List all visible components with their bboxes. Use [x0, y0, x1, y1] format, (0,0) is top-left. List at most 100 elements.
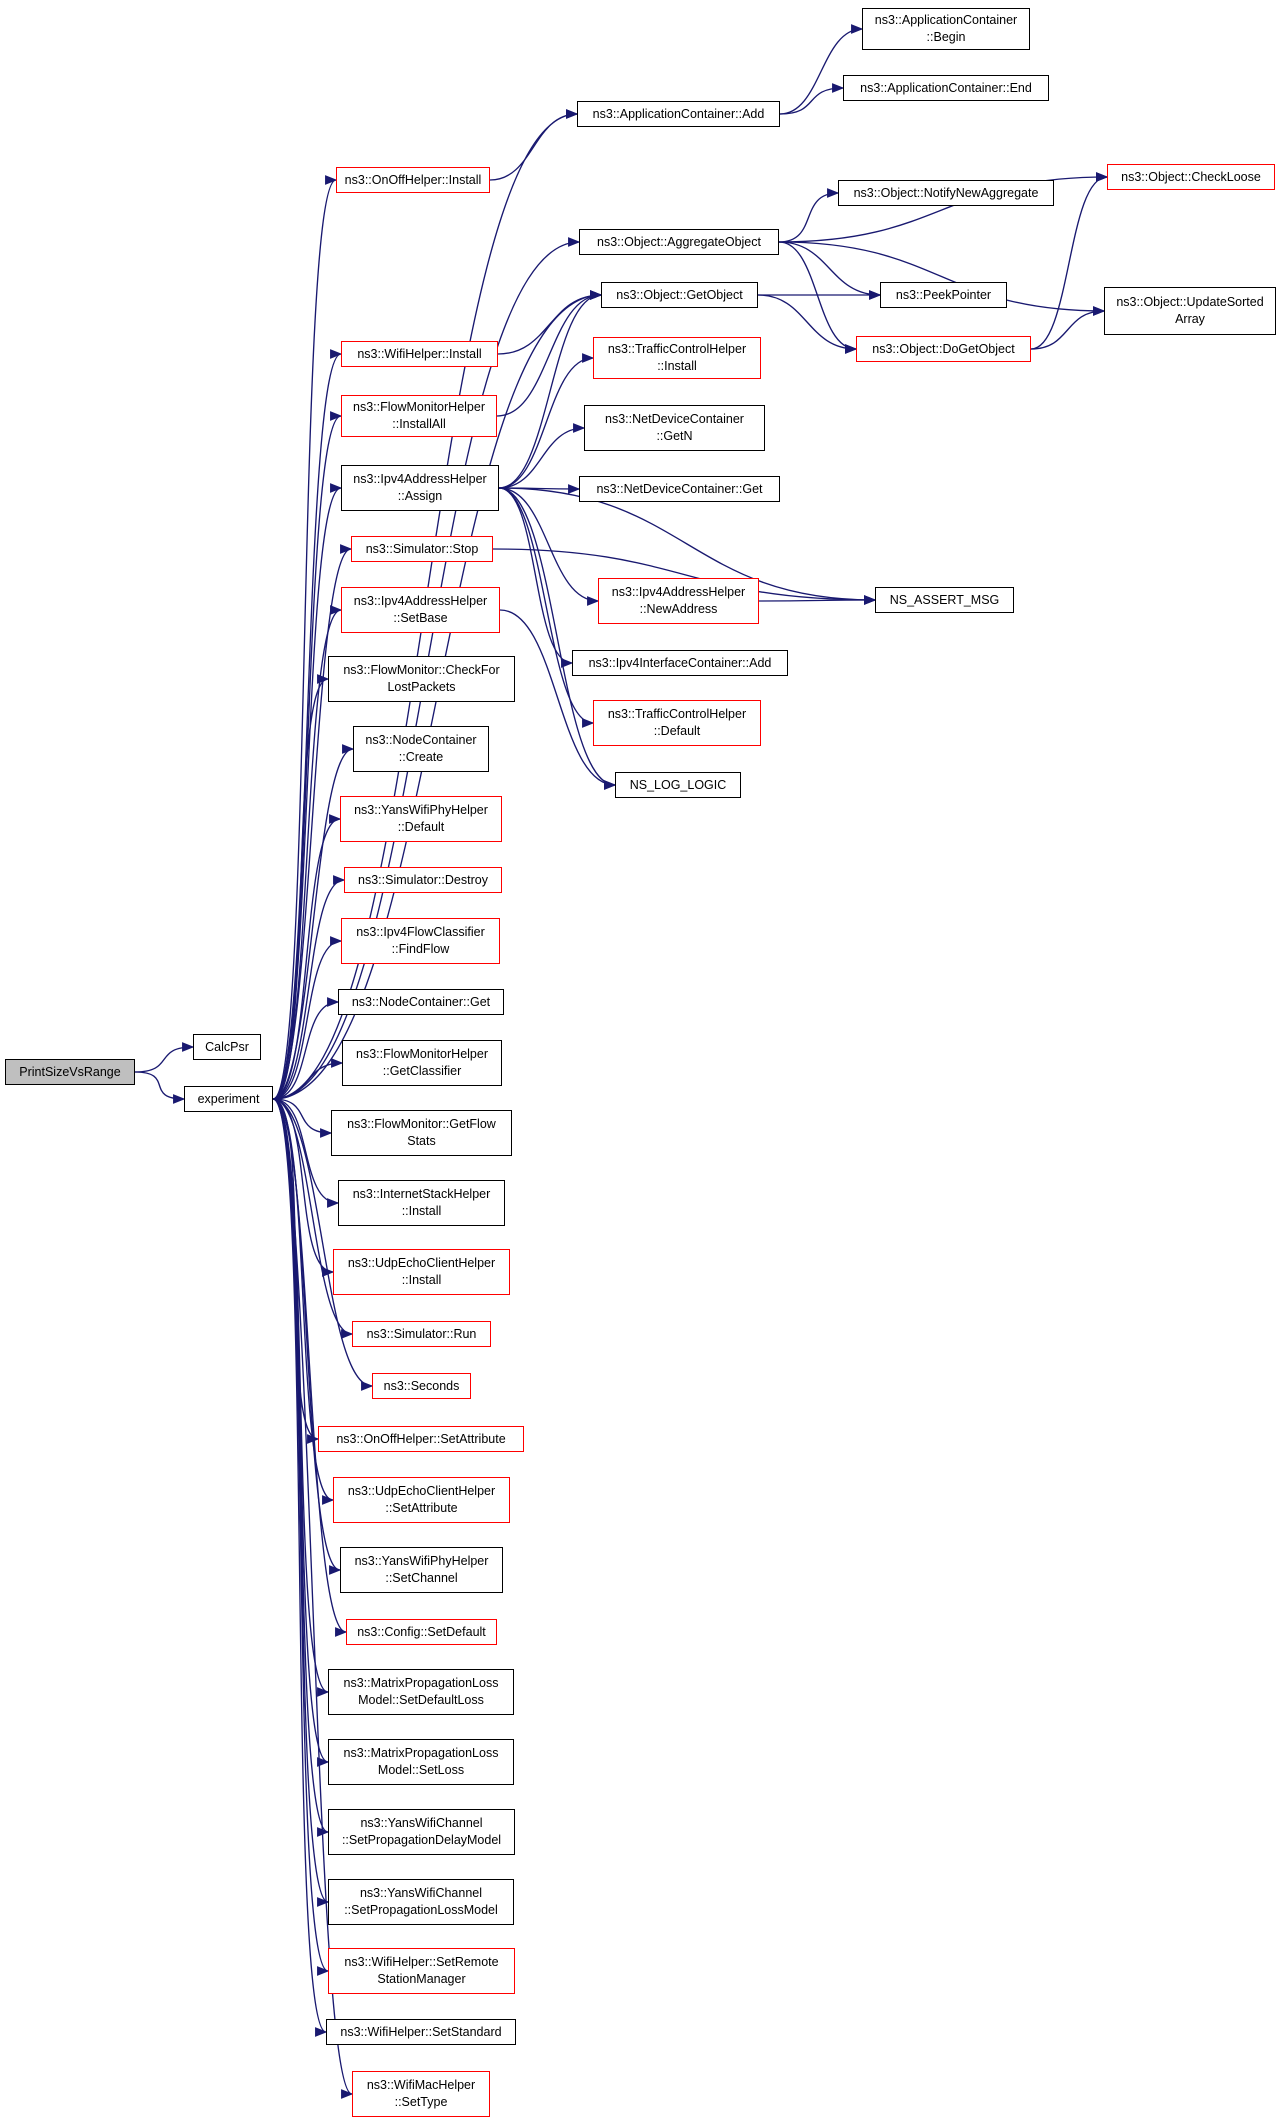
node-application-container-add[interactable]: ns3::ApplicationContainer::Add [577, 101, 780, 127]
node-onoff-helper-set-attribute[interactable]: ns3::OnOffHelper::SetAttribute [318, 1426, 524, 1452]
node-label-line: ns3::MatrixPropagationLoss [343, 1676, 499, 1690]
node-object-do-get-object[interactable]: ns3::Object::DoGetObject [856, 336, 1031, 362]
node-flow-monitor-helper-get-classifier[interactable]: ns3::FlowMonitorHelper::GetClassifier [342, 1040, 502, 1086]
node-label-line: ns3::Ipv4FlowClassifier [356, 925, 485, 939]
edge-experiment-to-onoffinstall [272, 175, 338, 1100]
edge-setbase-to-loglogic [499, 609, 617, 790]
edge-experiment-to-ncget [272, 997, 340, 1100]
node-onoff-helper-install[interactable]: ns3::OnOffHelper::Install [336, 167, 490, 193]
node-label-line: ns3::Object::DoGetObject [872, 341, 1015, 356]
node-label-line: ::SetType [394, 2095, 448, 2109]
node-ns-log-logic[interactable]: NS_LOG_LOGIC [615, 772, 741, 798]
node-ipv4-address-helper-set-base[interactable]: ns3::Ipv4AddressHelper::SetBase [341, 587, 500, 633]
node-label-line: ns3::FlowMonitorHelper [353, 400, 485, 414]
node-label-line: Model::SetLoss [377, 1763, 465, 1777]
node-object-check-loose[interactable]: ns3::Object::CheckLoose [1107, 164, 1275, 190]
node-label-line: ns3::OnOffHelper::SetAttribute [336, 1431, 506, 1446]
node-ipv4-interface-container-add[interactable]: ns3::Ipv4InterfaceContainer::Add [572, 650, 788, 676]
node-simulator-stop[interactable]: ns3::Simulator::Stop [351, 536, 493, 562]
node-udp-echo-client-helper-set-attribute[interactable]: ns3::UdpEchoClientHelper::SetAttribute [333, 1477, 510, 1523]
node-simulator-destroy[interactable]: ns3::Simulator::Destroy [344, 867, 502, 893]
edge-ipv4assign-to-assertmsg [498, 487, 877, 605]
edge-print-to-calcpsr [134, 1042, 195, 1073]
node-object-get-object[interactable]: ns3::Object::GetObject [601, 282, 758, 308]
edge-experiment-to-udpsetattr [272, 1098, 335, 1505]
node-label-line: ns3::TrafficControlHelper [607, 707, 747, 721]
node-label-line: ns3::YansWifiChannel [359, 1886, 483, 1900]
node-label-line: ::GetClassifier [382, 1064, 462, 1078]
node-flow-monitor-helper-install-all[interactable]: ns3::FlowMonitorHelper::InstallAll [341, 395, 497, 437]
node-ipv4-address-helper-assign[interactable]: ns3::Ipv4AddressHelper::Assign [341, 465, 499, 511]
node-label-line: ns3::FlowMonitor::GetFlow [347, 1117, 496, 1131]
node-label-line: ::Install [401, 1273, 442, 1287]
node-application-container-begin[interactable]: ns3::ApplicationContainer::Begin [862, 8, 1030, 50]
node-wifi-mac-helper-set-type[interactable]: ns3::WifiMacHelper::SetType [352, 2071, 490, 2117]
node-label-line: ns3::Ipv4InterfaceContainer::Add [588, 655, 772, 670]
node-label-line: experiment [197, 1091, 260, 1106]
node-yans-wifi-phy-helper-set-channel[interactable]: ns3::YansWifiPhyHelper::SetChannel [340, 1547, 503, 1593]
node-wifi-helper-set-standard[interactable]: ns3::WifiHelper::SetStandard [326, 2019, 516, 2045]
node-simulator-run[interactable]: ns3::Simulator::Run [352, 1321, 491, 1347]
node-label-line: ns3::ApplicationContainer::Add [592, 106, 765, 121]
node-label-line: ns3::OnOffHelper::Install [344, 172, 482, 187]
node-traffic-control-helper-default[interactable]: ns3::TrafficControlHelper::Default [593, 700, 761, 746]
node-label-line: NS_ASSERT_MSG [889, 592, 1000, 607]
edge-ipv4assign-to-tcdefault [498, 487, 595, 728]
node-udp-echo-client-helper-install[interactable]: ns3::UdpEchoClientHelper::Install [333, 1249, 510, 1295]
edge-experiment-to-setloss [272, 1098, 330, 1767]
node-yans-wifi-channel-set-propagation-delay-model[interactable]: ns3::YansWifiChannel::SetPropagationDela… [328, 1809, 515, 1855]
node-node-container-get[interactable]: ns3::NodeContainer::Get [338, 989, 504, 1015]
edge-dogetobject-to-updatesorted [1030, 306, 1106, 350]
node-traffic-control-helper-install[interactable]: ns3::TrafficControlHelper::Install [593, 337, 761, 379]
node-ipv4-flow-classifier-find-flow[interactable]: ns3::Ipv4FlowClassifier::FindFlow [341, 918, 500, 964]
node-net-device-container-get-n[interactable]: ns3::NetDeviceContainer::GetN [584, 405, 765, 451]
node-label-line: ns3::Object::CheckLoose [1121, 169, 1261, 184]
node-label-line: ns3::Object::GetObject [616, 287, 743, 302]
node-label-line: ns3::WifiHelper::SetRemote [344, 1955, 499, 1969]
edge-experiment-to-seconds [272, 1098, 374, 1391]
node-ipv4-address-helper-new-address[interactable]: ns3::Ipv4AddressHelper::NewAddress [598, 578, 759, 624]
node-peek-pointer[interactable]: ns3::PeekPointer [880, 282, 1007, 308]
node-label-line: ns3::ApplicationContainer [874, 13, 1018, 27]
node-ns-assert-msg[interactable]: NS_ASSERT_MSG [875, 587, 1014, 613]
edge-ipv4assign-to-ifcadd [498, 487, 574, 668]
node-calc-psr[interactable]: CalcPsr [193, 1034, 261, 1060]
node-application-container-end[interactable]: ns3::ApplicationContainer::End [843, 75, 1049, 101]
node-label-line: PrintSizeVsRange [19, 1064, 121, 1079]
edge-experiment-to-nccreate [272, 744, 355, 1100]
node-net-device-container-get[interactable]: ns3::NetDeviceContainer::Get [579, 476, 780, 502]
node-label-line: ns3::Object::UpdateSorted [1116, 295, 1264, 309]
node-object-aggregate-object[interactable]: ns3::Object::AggregateObject [579, 229, 779, 255]
node-seconds[interactable]: ns3::Seconds [372, 1373, 471, 1399]
edge-aggregate-to-peek [778, 241, 882, 300]
node-label-line: ::Begin [926, 30, 966, 44]
node-yans-wifi-phy-helper-default[interactable]: ns3::YansWifiPhyHelper::Default [340, 796, 502, 842]
node-node-container-create[interactable]: ns3::NodeContainer::Create [353, 726, 489, 772]
node-experiment[interactable]: experiment [184, 1086, 273, 1112]
node-label-line: ::Install [657, 359, 697, 373]
node-config-set-default[interactable]: ns3::Config::SetDefault [346, 1619, 497, 1645]
node-label-line: ns3::Object::NotifyNewAggregate [853, 185, 1039, 200]
node-label-line: ns3::FlowMonitorHelper [356, 1047, 488, 1061]
node-wifi-helper-install[interactable]: ns3::WifiHelper::Install [341, 341, 498, 367]
node-yans-wifi-channel-set-propagation-loss-model[interactable]: ns3::YansWifiChannel::SetPropagationLoss… [328, 1879, 514, 1925]
edge-ipv4assign-to-newaddress [498, 487, 600, 606]
edge-experiment-to-checklost [272, 674, 330, 1100]
node-label-line: NS_LOG_LOGIC [629, 777, 727, 792]
edge-experiment-to-yansdefault [272, 814, 342, 1100]
node-label-line: ::Assign [397, 489, 443, 503]
node-label-line: ns3::NetDeviceContainer [605, 412, 744, 426]
edge-aggregate-to-updatesorted [778, 241, 1106, 316]
node-object-notify-new-aggregate[interactable]: ns3::Object::NotifyNewAggregate [838, 180, 1054, 206]
node-label-line: ns3::Simulator::Destroy [358, 872, 488, 887]
node-label-line: ns3::Object::AggregateObject [597, 234, 761, 249]
edge-getobject-to-dogetobject [757, 294, 858, 354]
node-internet-stack-helper-install[interactable]: ns3::InternetStackHelper::Install [338, 1180, 505, 1226]
node-label-line: ::InstallAll [392, 417, 446, 431]
